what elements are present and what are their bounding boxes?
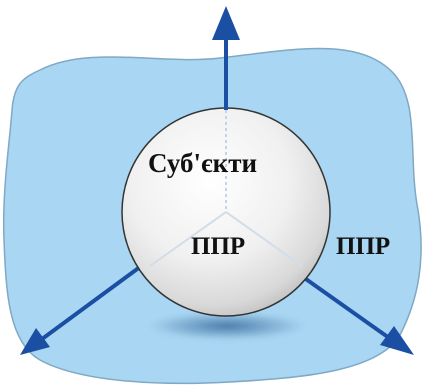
sphere-inner-line-right (225, 211, 303, 267)
ppr-inner-label: ППР (191, 233, 246, 260)
sphere-shadow (149, 312, 305, 340)
arrow-lower-left-head (20, 328, 50, 355)
arrow-up-head (212, 6, 240, 40)
sphere-inner-line-left (149, 211, 227, 267)
arrow-lower-right-head (380, 326, 414, 355)
ppr-outer-label: ППР (336, 233, 391, 260)
subjects-label: Суб'єкти (148, 148, 258, 178)
